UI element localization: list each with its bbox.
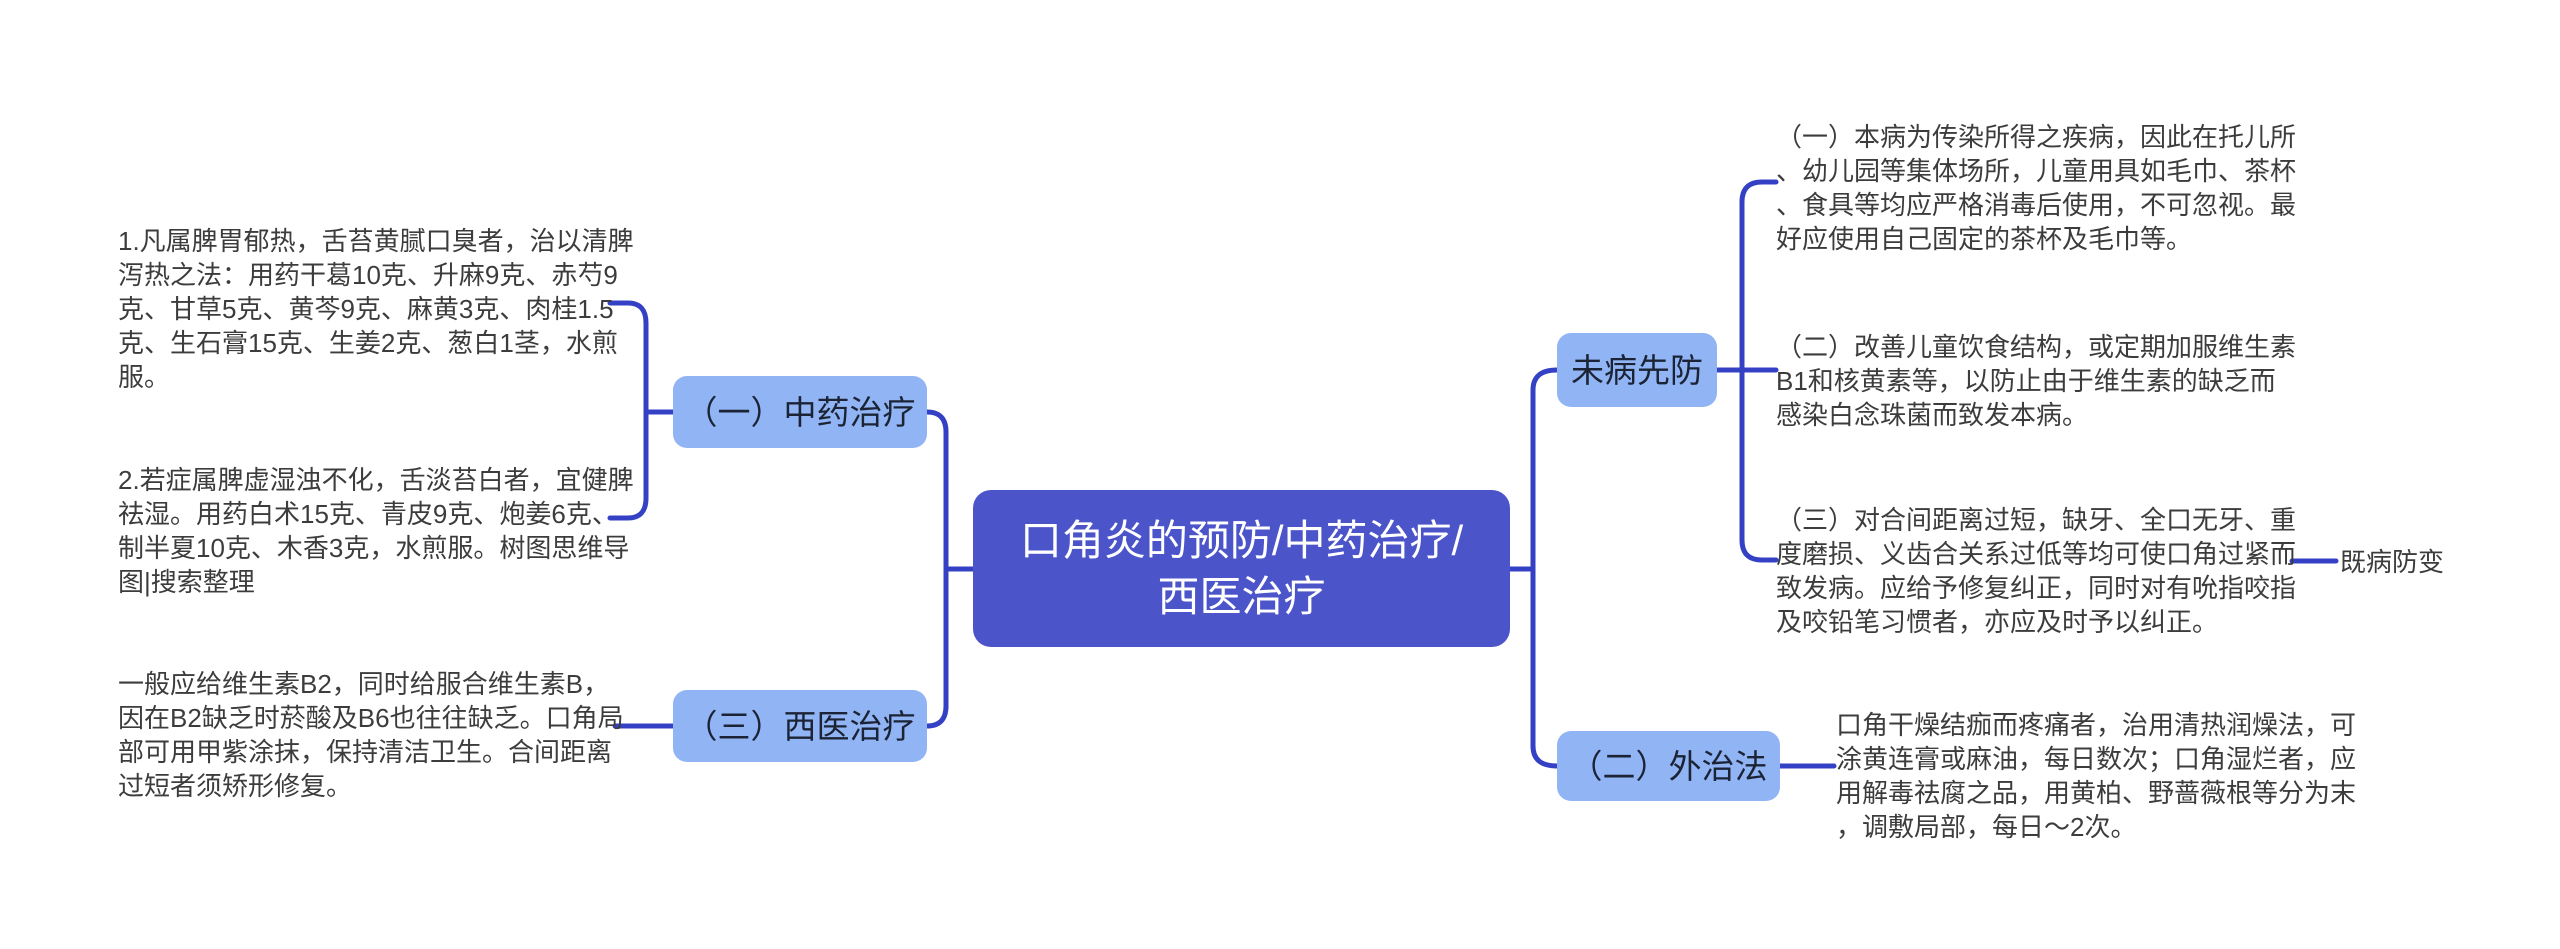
leaf-text-jibing-fangbian[interactable]: 既病防变 xyxy=(2340,547,2445,577)
node-zhongyao-zhiliao[interactable]: （一）中药治疗 xyxy=(673,376,927,448)
node-central-topic[interactable]: 口角炎的预防/中药治疗/西医治疗 xyxy=(973,490,1510,647)
connector-left-trunk xyxy=(924,409,976,729)
leaf-text-pixushizhuo[interactable]: 2.若症属脾虚湿浊不化，舌淡苔白者，宜健脾祛湿。用药白术15克、青皮9克、炮姜6… xyxy=(118,465,634,597)
leaf-text-piweiyure[interactable]: 1.凡属脾胃郁热，舌苔黄腻口臭者，治以清脾泻热之法：用药干葛10克、升麻9克、赤… xyxy=(118,226,634,392)
node-waizhi-fa[interactable]: （二）外治法 xyxy=(1557,731,1780,801)
node-xiyi-zhiliao[interactable]: （三）西医治疗 xyxy=(673,690,927,762)
leaf-text-chuanran[interactable]: （一）本病为传染所得之疾病，因此在托儿所、幼儿园等集体场所，儿童用具如毛巾、茶杯… xyxy=(1776,122,2297,254)
leaf-text-waizhi-detail[interactable]: 口角干燥结痂而疼痛者，治用清热润燥法，可涂黄连膏或麻油，每日数次；口角湿烂者，应… xyxy=(1836,710,2357,842)
connector-right-bracket xyxy=(1739,179,1779,563)
connector-right-trunk xyxy=(1507,367,1560,769)
connector-left-bracket xyxy=(607,300,676,521)
leaf-text-xiyi-detail[interactable]: 一般应给维生素B2，同时给服合维生素B，因在B2缺乏时菸酸及B6也往往缺乏。口角… xyxy=(118,669,624,801)
leaf-text-duihe[interactable]: （三）对合间距离过短，缺牙、全口无牙、重度磨损、义齿合关系过低等均可使口角过紧而… xyxy=(1776,505,2297,637)
leaf-text-yinshi[interactable]: （二）改善儿童饮食结构，或定期加服维生素B1和核黄素等，以防止由于维生素的缺乏而… xyxy=(1776,332,2297,430)
node-weibing-xianfang[interactable]: 未病先防 xyxy=(1557,333,1717,407)
